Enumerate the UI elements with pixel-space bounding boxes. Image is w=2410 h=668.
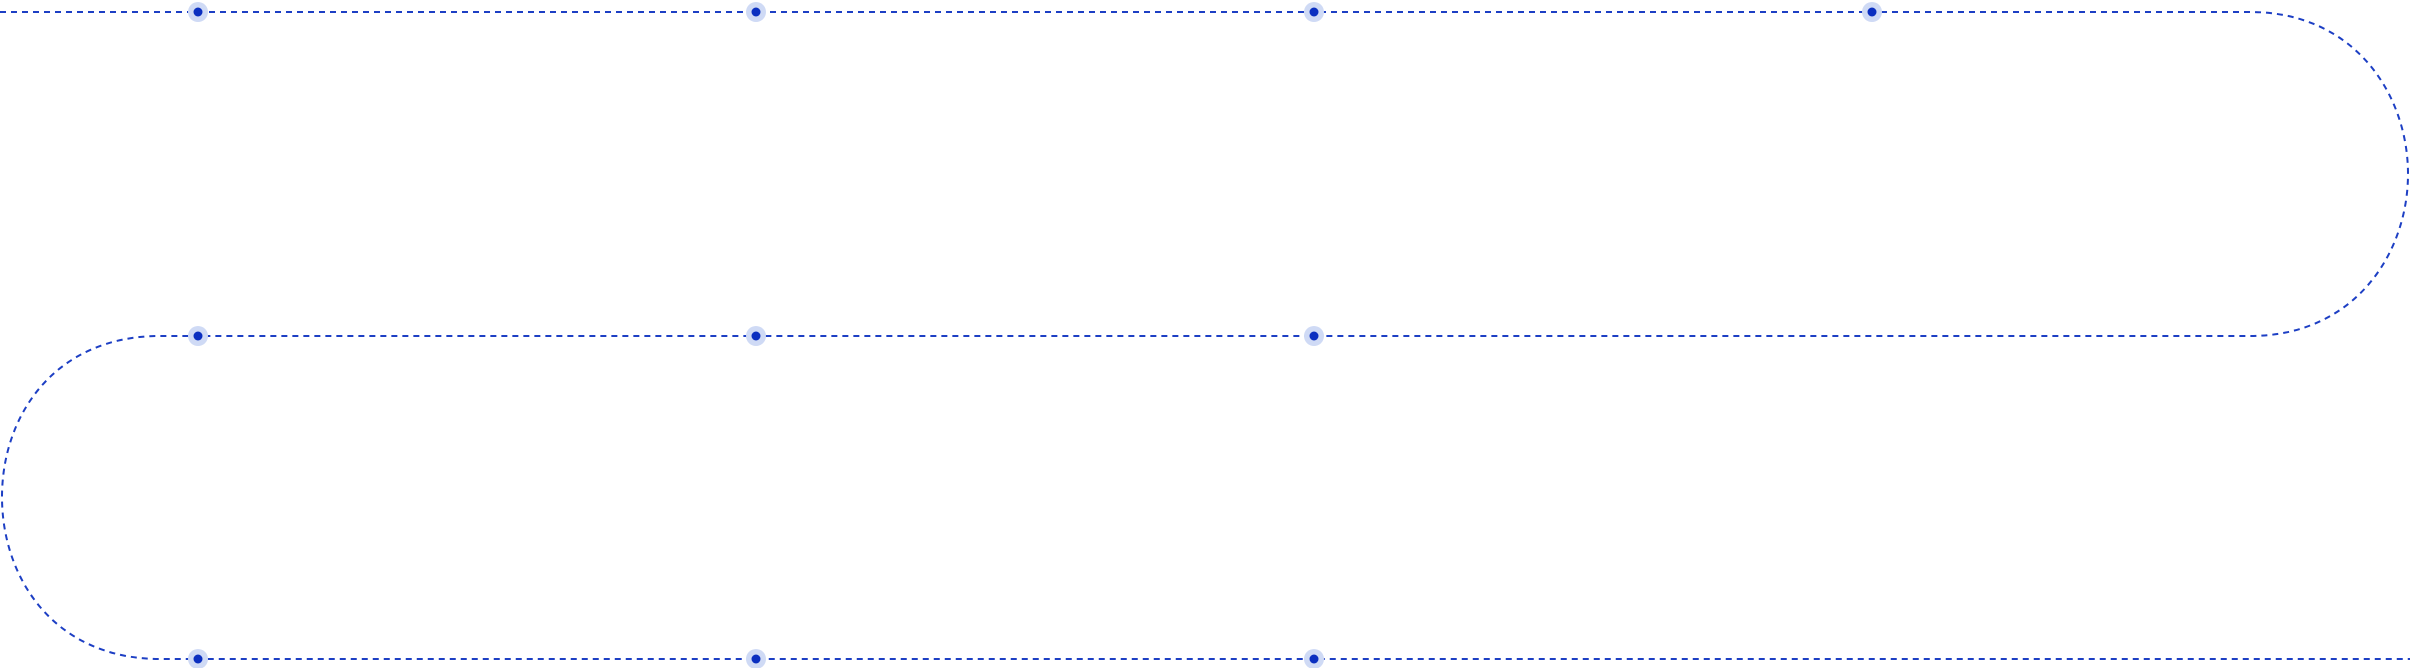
node-dot [1867, 7, 1877, 17]
node-dot [1309, 331, 1319, 341]
timeline-node-r1-4 [1862, 2, 1882, 22]
timeline-node-r1-3 [1304, 2, 1324, 22]
node-dot [193, 7, 203, 17]
timeline-node-r2-1 [188, 326, 208, 346]
timeline-node-r2-2 [746, 326, 766, 346]
node-dot [751, 331, 761, 341]
node-dot [193, 331, 203, 341]
node-dot [1309, 654, 1319, 664]
node-dot [1309, 7, 1319, 17]
timeline-node-r2-3 [1304, 326, 1324, 346]
node-dot [751, 7, 761, 17]
node-dot [751, 654, 761, 664]
timeline-nodes [188, 2, 1882, 668]
timeline-node-r3-1 [188, 649, 208, 668]
timeline-node-r1-1 [188, 2, 208, 22]
timeline-node-r1-2 [746, 2, 766, 22]
node-dot [193, 654, 203, 664]
serpentine-dashed-path [0, 11, 2410, 660]
timeline-node-r3-3 [1304, 649, 1324, 668]
timeline-node-r3-2 [746, 649, 766, 668]
